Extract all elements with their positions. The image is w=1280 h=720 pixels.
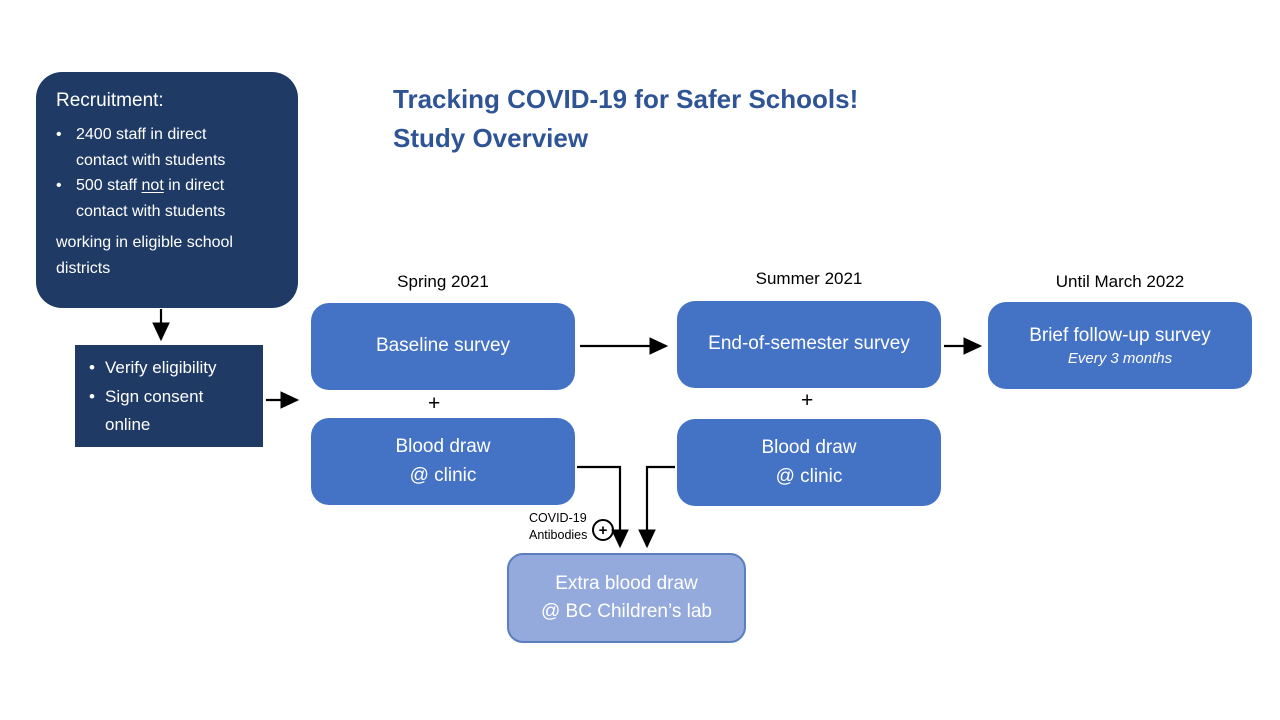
blood-draw-clinic-box-spring: Blood draw @ clinic <box>311 418 575 505</box>
bullet-glyph: • <box>56 126 62 143</box>
bullet-glyph: • <box>56 177 62 195</box>
recruitment-box: Recruitment: • 2400 staff in direct cont… <box>36 72 298 308</box>
page-title: Tracking COVID-19 for Safer Schools! Stu… <box>393 80 953 158</box>
bullet-glyph: • <box>89 386 95 406</box>
plus-connector-spring: + <box>428 392 441 415</box>
recruitment-footer: working in eligible school districts <box>56 234 233 277</box>
blood-draw-line-1: Blood draw <box>395 436 491 457</box>
blood-draw-clinic-box-summer: Blood draw @ clinic <box>677 419 941 506</box>
recruitment-item-2-underlined: not <box>141 177 164 195</box>
timeline-label-summer-2021: Summer 2021 <box>755 269 863 288</box>
blood-draw-line-2: @ clinic <box>409 464 477 486</box>
covid-antibodies-line-1: COVID-19 <box>529 511 587 525</box>
followup-survey-label: Brief follow-up survey <box>1029 324 1211 346</box>
bullet-glyph: • <box>89 358 95 377</box>
page-title-line-2: Study Overview <box>393 123 589 153</box>
baseline-survey-box: Baseline survey <box>311 303 575 390</box>
enrollment-item-2: • Sign consent online <box>89 383 253 440</box>
extra-blood-draw-line-1: Extra blood draw <box>555 572 698 594</box>
arrow-bloodright-to-extra <box>638 465 675 549</box>
circle-plus-symbol: + <box>598 521 608 539</box>
recruitment-item-1: • 2400 staff in direct contact with stud… <box>56 122 280 173</box>
timeline-label-spring-2021: Spring 2021 <box>397 272 489 291</box>
enrollment-box: • Verify eligibility • Sign consent onli… <box>75 345 263 447</box>
recruitment-item-1-text: 2400 staff in direct contact with studen… <box>76 126 226 169</box>
followup-survey-frequency: Every 3 months <box>1067 350 1173 368</box>
blood-draw-line-2: @ clinic <box>775 465 843 487</box>
recruitment-item-2-text: 500 staff not in direct contact with stu… <box>76 173 261 224</box>
timeline-label-until-march-2022: Until March 2022 <box>1055 272 1185 291</box>
recruitment-heading: Recruitment: <box>56 90 164 111</box>
enrollment-item-2-text: Sign consent online <box>105 386 204 435</box>
followup-survey-box: Brief follow-up survey Every 3 months <box>988 302 1252 389</box>
recruitment-item-2-post: in direct contact with students <box>76 177 226 220</box>
covid-antibodies-label: COVID-19 Antibodies <box>529 510 587 543</box>
extra-blood-draw-line-2: @ BC Children’s lab <box>540 601 712 622</box>
extra-blood-draw-box: Extra blood draw @ BC Children’s lab <box>507 553 746 643</box>
baseline-survey-label: Baseline survey <box>375 335 511 357</box>
end-of-semester-survey-label: End-of-semester survey <box>708 333 910 355</box>
plus-connector-summer: + <box>801 389 814 412</box>
enrollment-item-1: • Verify eligibility <box>89 354 253 383</box>
page-title-line-1: Tracking COVID-19 for Safer Schools! <box>393 84 859 114</box>
blood-draw-line-1: Blood draw <box>761 437 857 458</box>
recruitment-item-2: • 500 staff not in direct contact with s… <box>56 173 280 224</box>
circle-plus-icon: + <box>592 519 614 541</box>
end-of-semester-survey-box: End-of-semester survey <box>677 301 941 388</box>
enrollment-item-1-text: Verify eligibility <box>105 358 217 377</box>
covid-antibodies-line-2: Antibodies <box>529 527 588 542</box>
recruitment-item-2-pre: 500 staff <box>76 177 142 195</box>
